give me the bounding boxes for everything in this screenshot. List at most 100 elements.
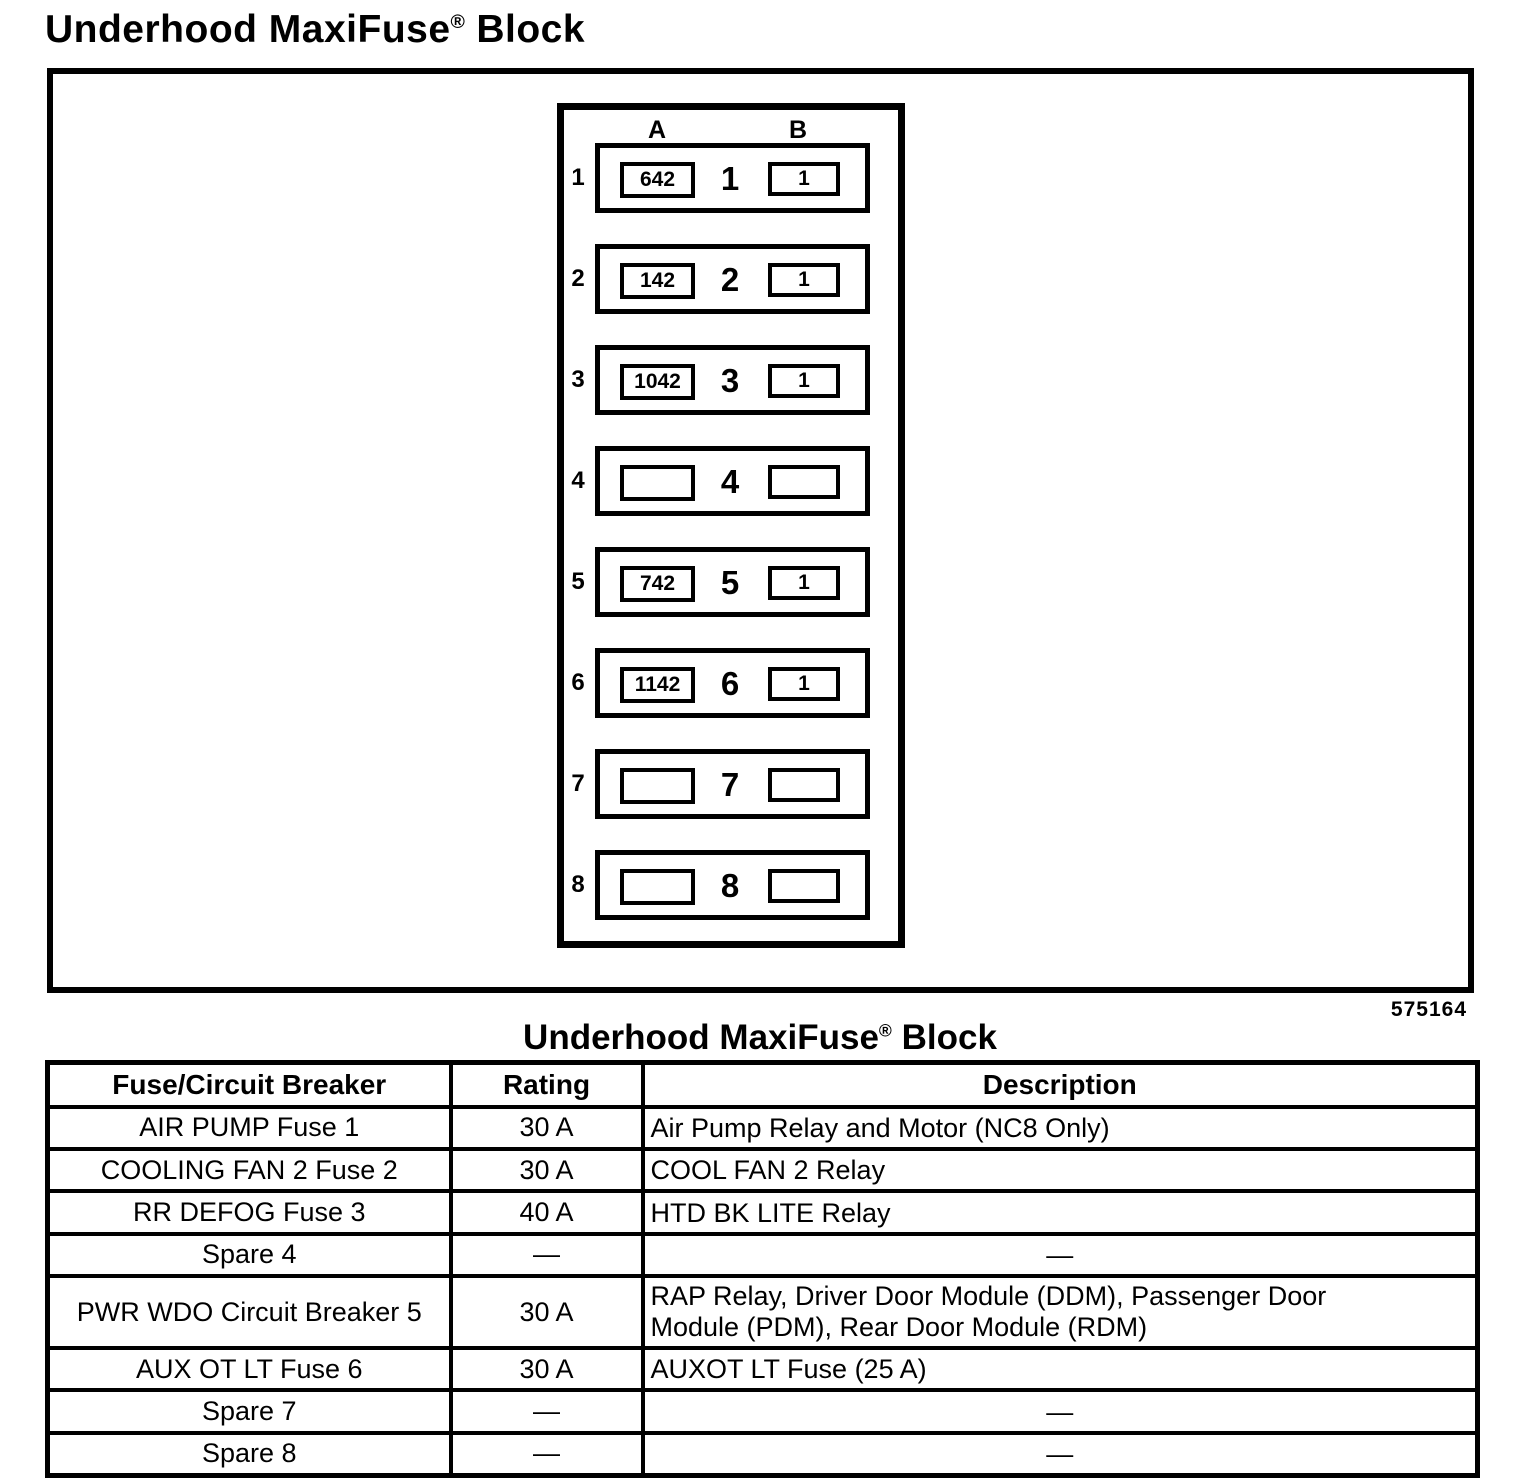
module-number: 3 xyxy=(720,362,740,399)
fuse-module-4: 4 4 xyxy=(564,446,898,516)
fuse-module-3: 3 1042 3 1 xyxy=(564,345,898,415)
table-row: Spare 4 — — xyxy=(45,1231,1480,1279)
fuse-module-6: 6 1142 6 1 xyxy=(564,648,898,718)
fuse-slot-b: 1 xyxy=(768,566,840,600)
fuse-rating-cell: 30 A xyxy=(448,1345,645,1393)
fuse-name-cell: Spare 8 xyxy=(45,1430,453,1478)
module-number: 6 xyxy=(720,665,740,702)
fuse-rating-cell: 40 A xyxy=(448,1189,645,1236)
fuse-module-box: 142 2 1 xyxy=(595,244,870,314)
fuse-module-2: 2 142 2 1 xyxy=(564,244,898,314)
row-number: 7 xyxy=(571,770,585,797)
fuse-desc-cell: — xyxy=(640,1430,1480,1478)
page-title: Underhood MaxiFuse® Block xyxy=(45,8,585,52)
fuse-name-cell: AIR PUMP Fuse 1 xyxy=(45,1104,453,1151)
fuse-slot-a: 142 xyxy=(620,263,695,299)
fuse-desc-cell: AUXOT LT Fuse (25 A) xyxy=(640,1345,1480,1393)
row-number: 2 xyxy=(571,265,585,292)
fuse-module-box: 1142 6 1 xyxy=(595,648,870,718)
fuse-module-box: 4 xyxy=(595,446,870,516)
column-a-label: A xyxy=(647,116,667,144)
fuse-desc-cell: Air Pump Relay and Motor (NC8 Only) xyxy=(640,1104,1480,1151)
fuse-desc-text: AUXOT LT Fuse (25 A) xyxy=(650,1354,927,1385)
fuse-slot-a xyxy=(620,869,695,905)
fuse-rating-cell: — xyxy=(448,1231,645,1279)
fuse-desc-text: RAP Relay, Driver Door Module (DDM), Pas… xyxy=(650,1281,1327,1342)
module-number: 8 xyxy=(720,867,740,904)
table-row: RR DEFOG Fuse 3 40 A HTD BK LITE Relay xyxy=(45,1189,1480,1236)
fuse-block-outline: A B 1 642 1 1 2 142 2 1 3 xyxy=(557,103,905,948)
fuse-desc-cell: COOL FAN 2 Relay xyxy=(640,1146,1480,1194)
fuse-slot-a: 642 xyxy=(620,162,695,198)
fuse-desc-cell: RAP Relay, Driver Door Module (DDM), Pas… xyxy=(640,1274,1480,1350)
fuse-rating-cell: — xyxy=(448,1430,645,1478)
fuse-desc-cell: — xyxy=(640,1231,1480,1279)
fuse-rating-cell: 30 A xyxy=(448,1104,645,1151)
row-number: 8 xyxy=(571,871,585,898)
fuse-table: Fuse/Circuit Breaker Rating Description … xyxy=(45,1060,1480,1478)
fuse-rating-cell: — xyxy=(448,1388,645,1435)
module-number: 1 xyxy=(720,160,740,197)
diagram-panel: A B 1 642 1 1 2 142 2 1 3 xyxy=(47,68,1474,993)
fuse-slot-a xyxy=(620,465,695,501)
table-row: COOLING FAN 2 Fuse 2 30 A COOL FAN 2 Rel… xyxy=(45,1146,1480,1194)
table-caption-text: Underhood MaxiFuse xyxy=(523,1018,879,1057)
fuse-slot-b: 1 xyxy=(768,364,840,398)
table-row: Spare 8 — — xyxy=(45,1430,1480,1478)
figure-number: 575164 xyxy=(1390,998,1467,1021)
fuse-module-1: 1 642 1 1 xyxy=(564,143,898,213)
table-row: AUX OT LT Fuse 6 30 A AUXOT LT Fuse (25 … xyxy=(45,1345,1480,1393)
table-row: PWR WDO Circuit Breaker 5 30 A RAP Relay… xyxy=(45,1274,1480,1350)
fuse-slot-a: 1042 xyxy=(620,364,695,400)
fuse-rating-cell: 30 A xyxy=(448,1274,645,1350)
fuse-module-8: 8 8 xyxy=(564,850,898,920)
fuse-module-7: 7 7 xyxy=(564,749,898,819)
fuse-name-cell: Spare 7 xyxy=(45,1388,453,1435)
fuse-desc-text: — xyxy=(1046,1240,1074,1270)
fuse-slot-b: 1 xyxy=(768,162,840,196)
column-b-label: B xyxy=(788,116,808,144)
fuse-name-cell: Spare 4 xyxy=(45,1231,453,1279)
fuse-module-list: 1 642 1 1 2 142 2 1 3 1042 3 xyxy=(564,143,898,920)
header-description: Description xyxy=(640,1060,1480,1109)
row-number: 4 xyxy=(571,467,585,494)
fuse-slot-b xyxy=(768,768,840,802)
fuse-slot-a xyxy=(620,768,695,804)
fuse-slot-a: 1142 xyxy=(620,667,695,703)
fuse-slot-b xyxy=(768,869,840,903)
fuse-rating-cell: 30 A xyxy=(448,1146,645,1194)
table-row: Spare 7 — — xyxy=(45,1388,1480,1435)
fuse-slot-a: 742 xyxy=(620,566,695,602)
fuse-slot-b xyxy=(768,465,840,499)
row-number: 5 xyxy=(571,568,585,595)
fuse-name-cell: AUX OT LT Fuse 6 xyxy=(45,1345,453,1393)
table-row: AIR PUMP Fuse 1 30 A Air Pump Relay and … xyxy=(45,1104,1480,1151)
header-fuse-circuit-breaker: Fuse/Circuit Breaker xyxy=(45,1060,453,1109)
fuse-module-box: 642 1 1 xyxy=(595,143,870,213)
fuse-name-cell: COOLING FAN 2 Fuse 2 xyxy=(45,1146,453,1194)
fuse-name-cell: RR DEFOG Fuse 3 xyxy=(45,1189,453,1236)
module-number: 5 xyxy=(720,564,740,601)
registered-trademark-symbol: ® xyxy=(878,1020,892,1041)
header-rating: Rating xyxy=(448,1060,645,1109)
fuse-module-box: 8 xyxy=(595,850,870,920)
page-title-tail: Block xyxy=(476,8,586,51)
fuse-desc-text: HTD BK LITE Relay xyxy=(650,1197,891,1228)
fuse-module-box: 742 5 1 xyxy=(595,547,870,617)
fuse-module-box: 7 xyxy=(595,749,870,819)
fuse-desc-text: Air Pump Relay and Motor (NC8 Only) xyxy=(650,1112,1110,1143)
row-number: 6 xyxy=(571,669,585,696)
module-number: 2 xyxy=(720,261,740,298)
fuse-desc-text: — xyxy=(1046,1396,1074,1427)
module-number: 7 xyxy=(720,766,740,803)
fuse-slot-b: 1 xyxy=(768,667,840,701)
fuse-desc-cell: HTD BK LITE Relay xyxy=(640,1189,1480,1236)
table-caption: Underhood MaxiFuse® Block xyxy=(0,1018,1520,1058)
page-title-text: Underhood MaxiFuse xyxy=(45,8,451,51)
table-caption-tail: Block xyxy=(901,1018,997,1057)
module-number: 4 xyxy=(720,463,740,500)
fuse-desc-text: — xyxy=(1046,1439,1074,1470)
registered-trademark-symbol: ® xyxy=(450,11,466,33)
fuse-slot-b: 1 xyxy=(768,263,840,297)
fuse-desc-cell: — xyxy=(640,1388,1480,1435)
